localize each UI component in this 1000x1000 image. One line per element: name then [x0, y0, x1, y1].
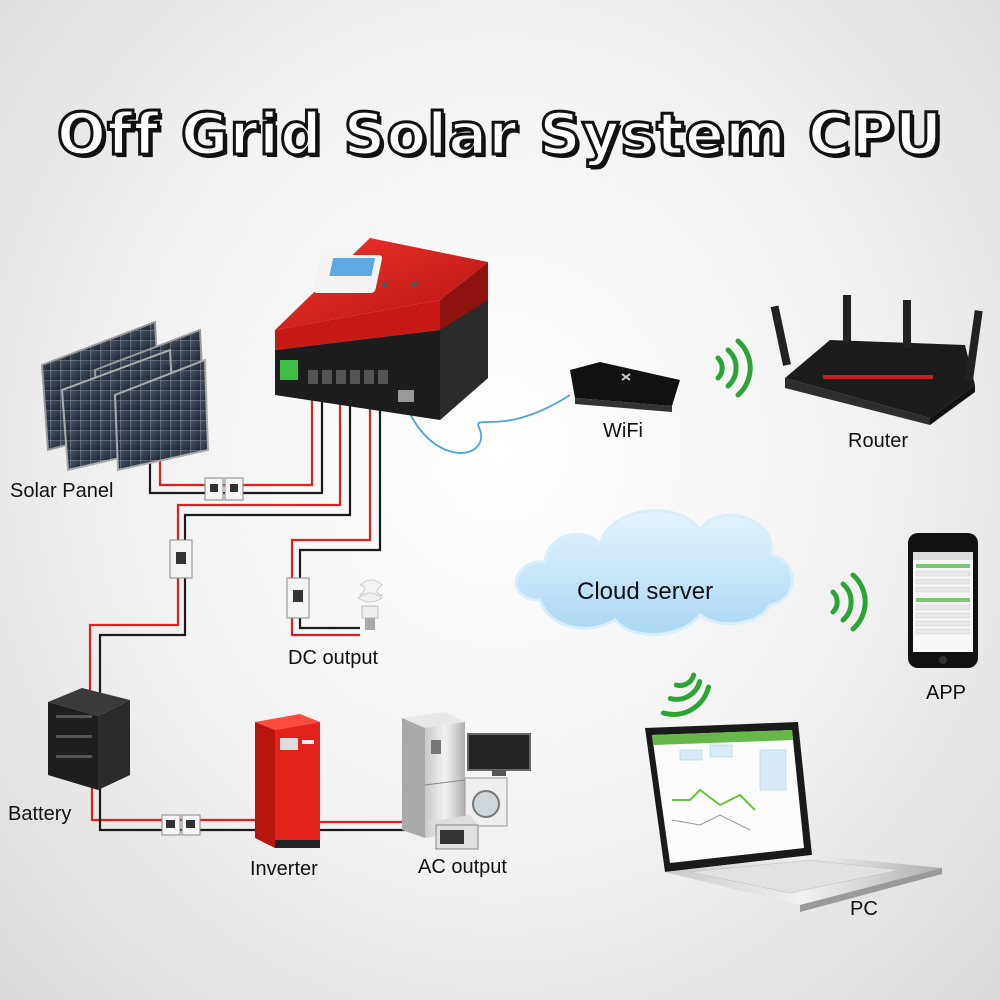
- breaker-battery: [169, 539, 193, 579]
- cloud-server-icon: [514, 509, 794, 636]
- dc-negative-wire: [298, 390, 382, 630]
- page-title: Off Grid Solar System CPU: [55, 99, 944, 170]
- wifi-module-icon: [570, 362, 680, 412]
- battery-label: Battery: [8, 803, 72, 825]
- dc-output-label: DC output: [288, 647, 379, 669]
- solar-panel-label: Solar Panel: [10, 480, 114, 502]
- battery-cabinet-icon: [48, 688, 130, 790]
- breaker-inverter: [161, 814, 201, 836]
- light-bulb-icon: [357, 579, 384, 630]
- inverter-positive-wire: [90, 780, 258, 822]
- solar-panel-icon: [40, 320, 210, 472]
- pc-label: PC: [850, 898, 878, 920]
- signal-waves-router: [715, 338, 753, 398]
- app-label: APP: [926, 682, 967, 704]
- dc-positive-wire: [290, 390, 372, 637]
- inverter-icon: [255, 714, 320, 848]
- router-label: Router: [848, 430, 909, 452]
- network-cable: [403, 394, 571, 454]
- breaker-dc: [286, 577, 310, 619]
- laptop-icon: [645, 722, 942, 912]
- signal-waves-app: [830, 572, 868, 632]
- inverter-label: Inverter: [250, 858, 318, 880]
- breaker-solar: [204, 477, 244, 501]
- charge-controller-icon: [275, 238, 488, 420]
- appliances-icon: [402, 712, 531, 850]
- router-icon: [770, 295, 983, 425]
- smartphone-icon: [908, 533, 978, 668]
- ac-output-label: AC output: [418, 856, 507, 878]
- inverter-negative-wire: [98, 780, 258, 832]
- cloud-server-label: Cloud server: [577, 578, 714, 605]
- wifi-label: WiFi: [603, 420, 643, 442]
- signal-waves-pc: [660, 672, 712, 717]
